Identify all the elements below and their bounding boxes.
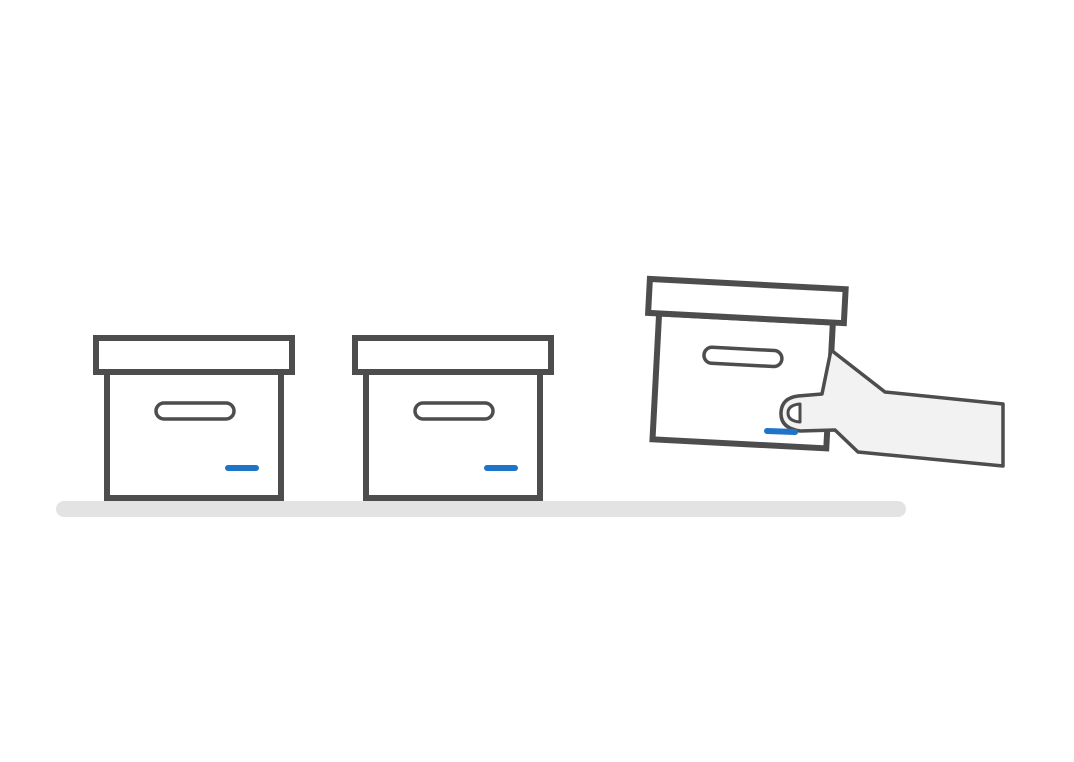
- box-lid: [93, 335, 295, 375]
- box-label: [764, 428, 798, 435]
- box-body: [104, 369, 284, 501]
- box-handle-slot: [702, 345, 784, 369]
- hand-arm: [779, 348, 1005, 468]
- box-lid: [352, 335, 554, 375]
- box-lid: [644, 275, 849, 327]
- storage-box-1: [93, 335, 295, 501]
- box-body: [363, 369, 543, 501]
- box-handle-slot: [154, 401, 236, 421]
- storage-box-2: [352, 335, 554, 501]
- box-handle-slot: [413, 401, 495, 421]
- hand-icon: [764, 348, 1005, 468]
- thumbnail: [786, 402, 802, 424]
